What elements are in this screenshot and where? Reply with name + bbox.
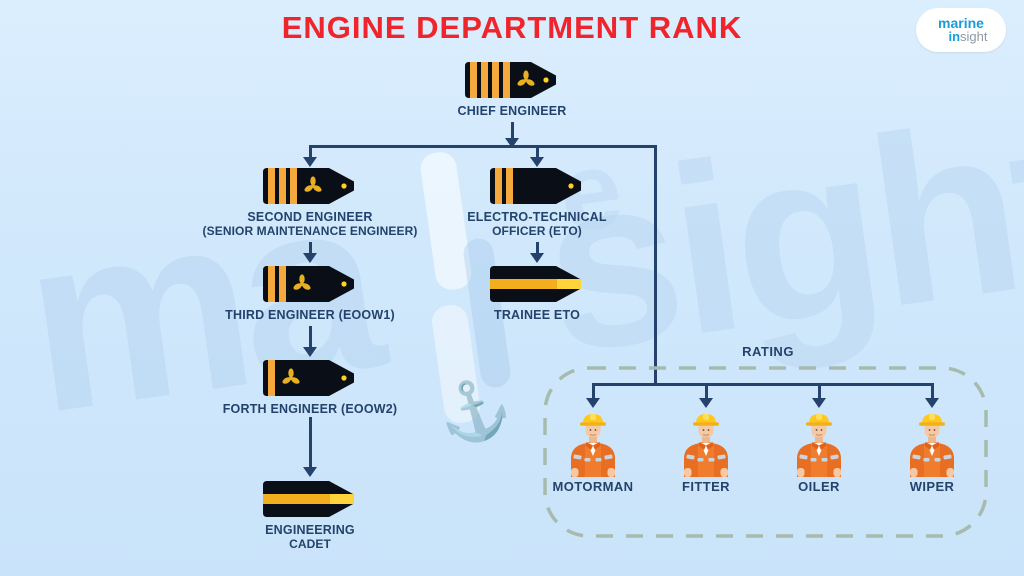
crew-node-wiper: WIPER: [877, 411, 987, 494]
connector-line: [705, 386, 708, 399]
brand-logo: marine insight: [916, 8, 1006, 52]
chief-engineer-epaulette-icon: [465, 62, 559, 98]
connector-arrowhead: [699, 398, 713, 408]
engine-crew-avatar-icon: [786, 411, 852, 477]
rating-group-box: [542, 365, 990, 545]
rank-node-engineering-cadet: ENGINEERING CADET: [190, 481, 430, 551]
rating-dashed-border: [543, 366, 988, 538]
connector-line: [309, 148, 312, 158]
connector-line: [931, 386, 934, 399]
forth-engineer-epaulette-icon: [263, 360, 357, 396]
connector-arrowhead: [530, 157, 544, 167]
rank-label: TRAINEE ETO: [493, 308, 580, 322]
connector-line: [309, 417, 312, 468]
engine-crew-avatar-icon: [560, 411, 626, 477]
crew-label: OILER: [798, 479, 840, 494]
crew-label: FITTER: [682, 479, 730, 494]
trainee-eto-epaulette-icon: [490, 266, 584, 302]
crew-label: WIPER: [909, 479, 955, 494]
rank-node-forth-engineer: FORTH ENGINEER (EOOW2): [180, 360, 440, 416]
rank-node-eto: ELECTRO-TECHNICAL OFFICER (ETO): [417, 168, 657, 238]
connector-line: [592, 383, 934, 386]
engine-crew-avatar-icon: [899, 411, 965, 477]
crew-node-motorman: MOTORMAN: [538, 411, 648, 494]
logo-marine-text: marine: [938, 15, 984, 31]
anchor-watermark-icon: ⚓: [429, 369, 519, 454]
connector-line: [536, 242, 539, 254]
crew-node-fitter: FITTER: [651, 411, 761, 494]
connector-line: [309, 145, 657, 148]
rank-node-third-engineer: THIRD ENGINEER (EOOW1): [180, 266, 440, 322]
connector-line: [511, 122, 514, 139]
third-engineer-epaulette-icon: [263, 266, 357, 302]
rank-node-second-engineer: SECOND ENGINEER (SENIOR MAINTENANCE ENGI…: [180, 168, 440, 238]
rank-label: CHIEF ENGINEER: [457, 104, 567, 118]
crew-node-oiler: OILER: [764, 411, 874, 494]
connector-line: [818, 386, 821, 399]
connector-arrowhead: [303, 347, 317, 357]
connector-arrowhead: [303, 253, 317, 263]
rank-label: THIRD ENGINEER (EOOW1): [225, 308, 395, 322]
page-title: ENGINE DEPARTMENT RANK: [281, 10, 743, 45]
connector-arrowhead: [925, 398, 939, 408]
rank-label: ENGINEERING: [265, 523, 355, 537]
connector-arrowhead: [303, 467, 317, 477]
connector-arrowhead: [812, 398, 826, 408]
eto-epaulette-icon: [490, 168, 584, 204]
rank-sublabel: (SENIOR MAINTENANCE ENGINEER): [202, 224, 418, 238]
connector-line: [654, 145, 657, 386]
rank-node-trainee-eto: TRAINEE ETO: [417, 266, 657, 322]
connector-arrowhead: [530, 253, 544, 263]
engine-crew-avatar-icon: [673, 411, 739, 477]
rating-label: RATING: [742, 344, 794, 359]
connector-line: [309, 326, 312, 348]
second-engineer-epaulette-icon: [263, 168, 357, 204]
rank-node-chief-engineer: CHIEF ENGINEER: [392, 62, 632, 118]
rank-sublabel: OFFICER (ETO): [492, 224, 582, 238]
connector-line: [309, 242, 312, 254]
connector-arrowhead: [303, 157, 317, 167]
connector-arrowhead: [586, 398, 600, 408]
logo-insight-text: insight: [948, 29, 988, 44]
connector-arrowhead: [505, 138, 519, 148]
connector-line: [536, 148, 539, 158]
rank-label: ELECTRO-TECHNICAL: [467, 210, 607, 224]
engineering-cadet-epaulette-icon: [263, 481, 357, 517]
crew-label: MOTORMAN: [552, 479, 634, 494]
rank-label: FORTH ENGINEER (EOOW2): [222, 402, 398, 416]
connector-line: [592, 386, 595, 399]
rank-sublabel: CADET: [289, 537, 331, 551]
rank-label: SECOND ENGINEER: [247, 210, 373, 224]
